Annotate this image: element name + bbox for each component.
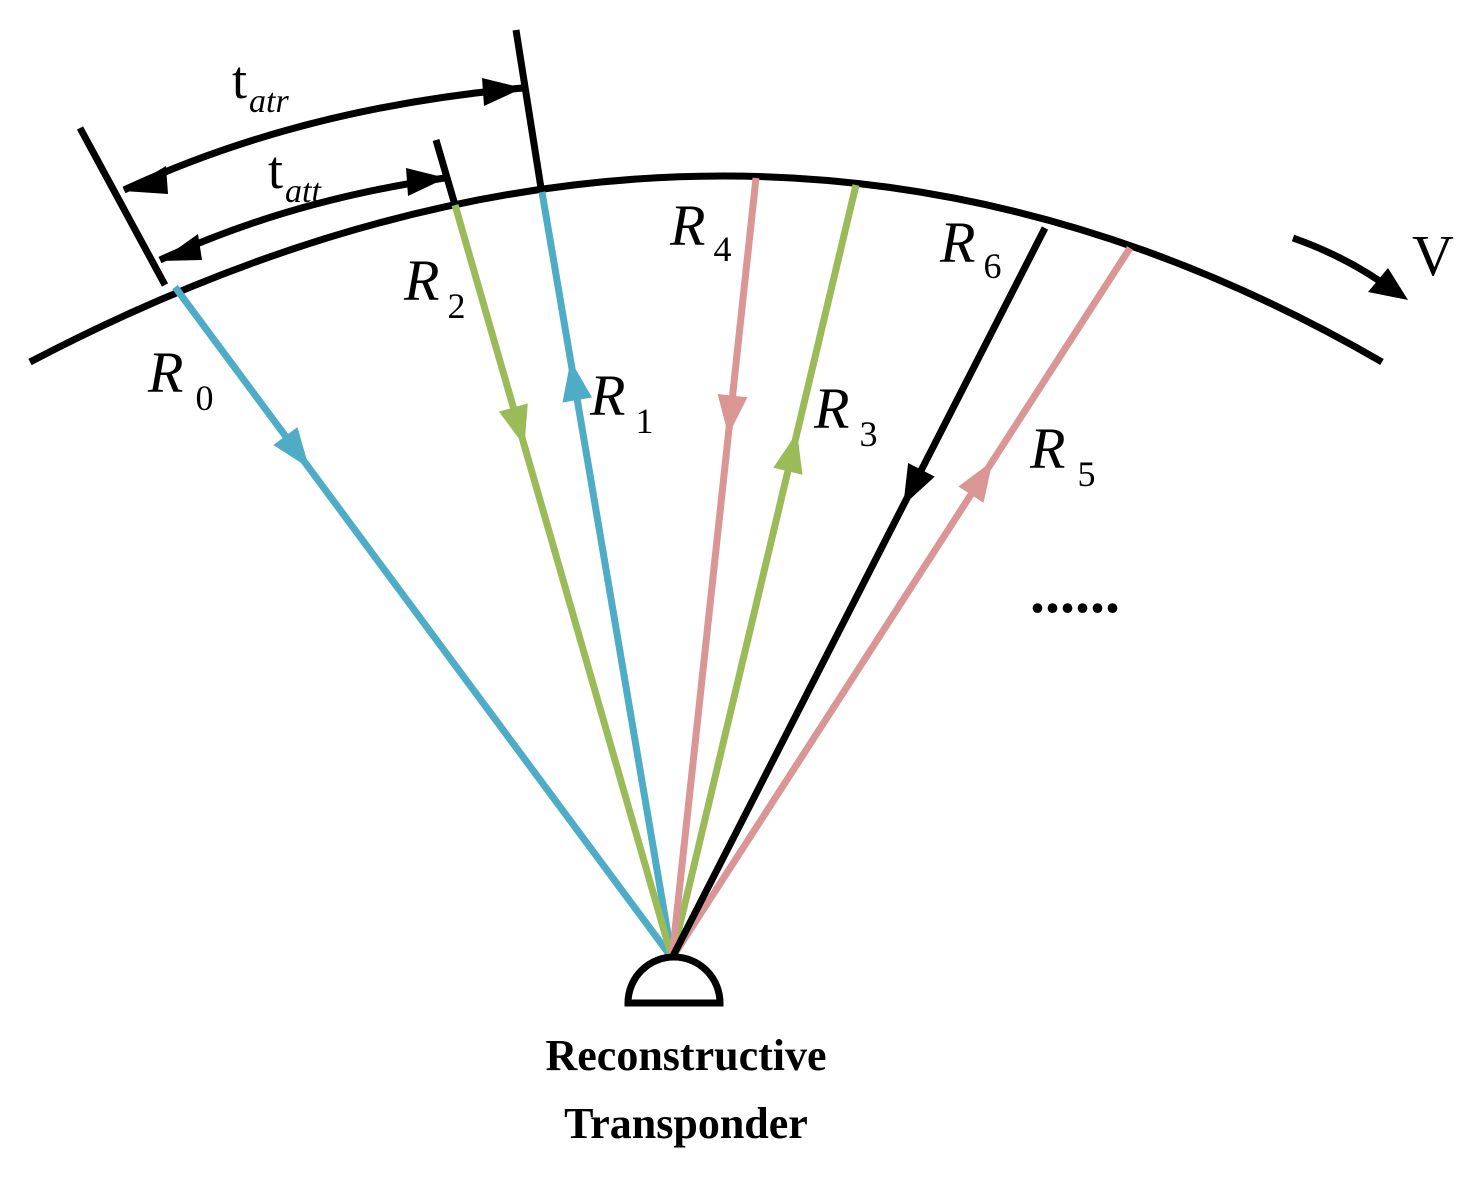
signal-ray-r2 — [451, 204, 676, 959]
signal-arrowhead-r2 — [498, 403, 528, 446]
signal-ray-r3 — [668, 184, 860, 959]
continuation-dots: ...... — [1030, 559, 1120, 625]
transponder-label-line2: Transponder — [564, 1099, 808, 1148]
signal-ray-r4 — [668, 177, 760, 959]
tick-att-end — [432, 139, 459, 206]
signal-ray-r1 — [538, 191, 676, 959]
transponder-label-line1: Reconstructive — [545, 1031, 826, 1080]
t-att-arrowhead-right — [406, 168, 446, 196]
orbit-arc — [28, 172, 1384, 366]
t-atr-arrowhead-right — [482, 78, 523, 106]
signal-rays — [172, 177, 1133, 961]
t-atr-arrowhead-left — [124, 166, 168, 194]
signal-ray-r5 — [669, 246, 1133, 960]
signal-arrowhead-r3 — [773, 432, 803, 475]
t-atr-label: tatr — [232, 50, 289, 120]
tick-atr-end — [512, 29, 545, 189]
tick-start — [76, 126, 169, 287]
t-att-arrowhead-left — [160, 234, 202, 261]
signal-ray-r0 — [172, 284, 675, 961]
signal-arrowhead-r1 — [562, 360, 593, 403]
t-atr-arrow — [122, 84, 524, 194]
transponder-dome-icon — [624, 953, 724, 1007]
signal-arrowhead-r0 — [273, 427, 310, 469]
signal-arrowhead-r6 — [903, 462, 935, 506]
velocity-arrowhead — [1368, 268, 1408, 300]
signal-arrowhead-r4 — [717, 394, 748, 436]
t-att-label: tatt — [268, 140, 322, 210]
velocity-label: V — [1412, 223, 1454, 288]
signal-arrowhead-r5 — [958, 461, 993, 503]
signal-ray-r6 — [668, 226, 1049, 960]
